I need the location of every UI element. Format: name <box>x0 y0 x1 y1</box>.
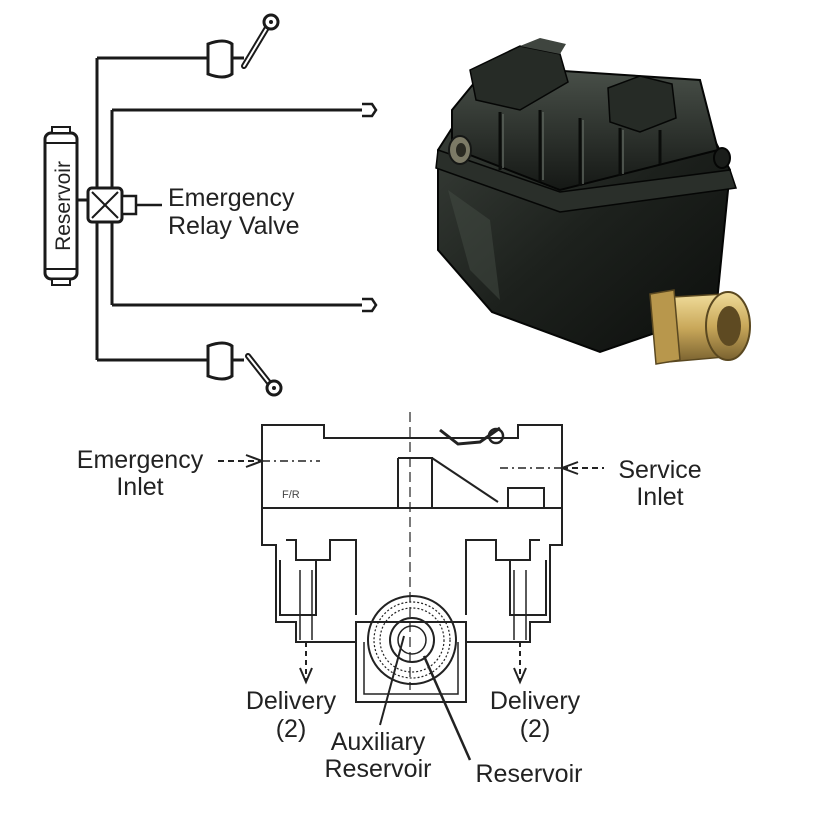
relay-valve-symbol <box>86 186 162 224</box>
brass-fitting-icon <box>649 289 751 365</box>
delivery-right-label-line1: Delivery <box>489 687 581 715</box>
spring-coil-icon <box>367 595 457 685</box>
upper-brake-chamber-icon <box>206 13 280 79</box>
auxiliary-reservoir-label-line2: Reservoir <box>324 755 432 783</box>
service-inlet-label-line1: Service <box>618 456 702 484</box>
upper-line-end-icon <box>362 102 378 118</box>
service-inlet-label-line2: Inlet <box>636 483 684 511</box>
valve-label-line1: Emergency <box>168 184 295 212</box>
emergency-inlet-label-line2: Inlet <box>116 473 164 501</box>
auxiliary-reservoir-label-line1: Auxiliary <box>330 728 426 756</box>
cutaway-drawing: F/R <box>218 412 604 761</box>
delivery-right-label-line2: (2) <box>519 715 551 743</box>
emergency-inlet-label-line1: Emergency <box>76 446 204 474</box>
reservoir-label: Reservoir <box>475 760 583 788</box>
valve-label-line2: Relay Valve <box>168 212 300 240</box>
lower-line-end-icon <box>362 297 378 313</box>
svg-text:F/R: F/R <box>282 489 300 501</box>
delivery-left-label-line1: Delivery <box>245 687 337 715</box>
delivery-left-label-line2: (2) <box>275 715 307 743</box>
lower-brake-chamber-icon <box>206 341 283 397</box>
reservoir-tank-label: Reservoir <box>52 161 75 251</box>
relay-valve-photo <box>435 38 751 365</box>
reservoir-tank <box>43 126 79 286</box>
schematic <box>43 13 378 397</box>
